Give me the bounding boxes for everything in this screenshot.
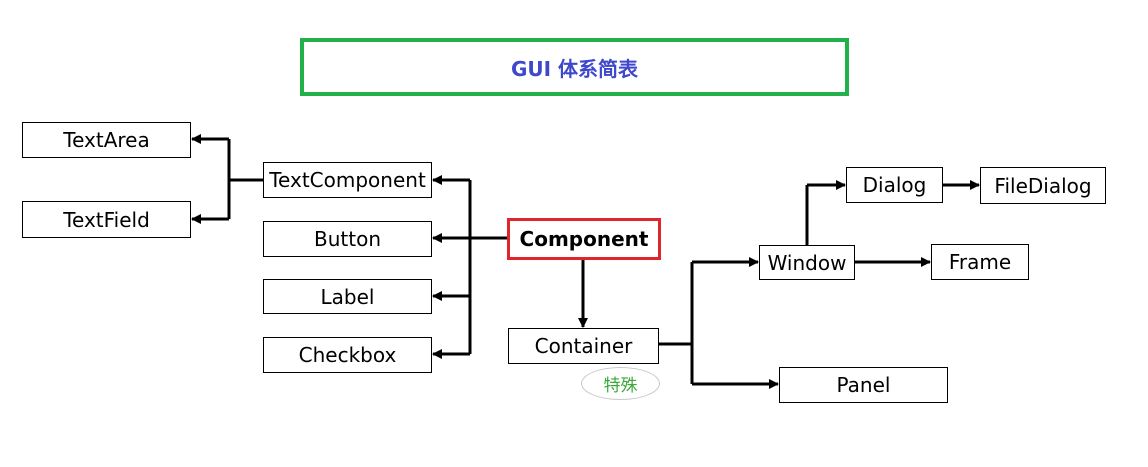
title-frame: GUI 体系简表 [300,38,849,96]
special-badge: 特殊 [581,367,660,400]
node-textarea: TextArea [22,122,191,158]
node-panel: Panel [779,367,948,403]
node-window: Window [759,245,855,280]
node-component: Component [507,218,661,260]
node-checkbox: Checkbox [263,337,432,373]
diagram-title: GUI 体系简表 [510,56,639,81]
node-button: Button [263,221,432,257]
node-dialog: Dialog [846,167,943,203]
node-textfield: TextField [22,201,191,238]
node-container: Container [508,328,659,364]
node-filedialog: FileDialog [980,167,1106,204]
node-label: Label [263,279,432,314]
node-textcomponent: TextComponent [263,162,432,198]
node-frame: Frame [931,244,1029,280]
